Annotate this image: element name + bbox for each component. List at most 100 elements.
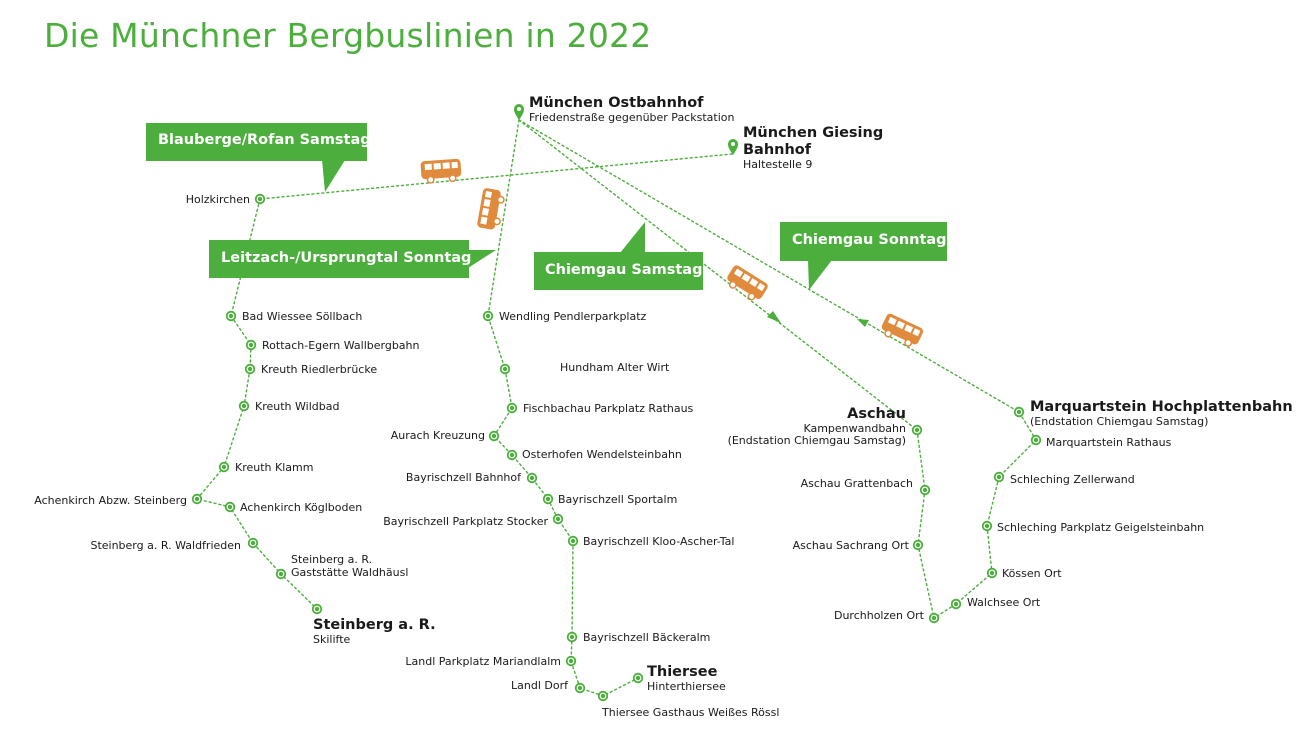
callout-leitzach bbox=[209, 240, 496, 278]
terminal-detail: Hinterthiersee bbox=[647, 680, 726, 693]
callout-label-chiemgau-sonntag: Chiemgau Sonntag bbox=[792, 232, 947, 248]
stop-marker bbox=[981, 520, 993, 532]
stop-label: Marquartstein Rathaus bbox=[1046, 436, 1172, 449]
stop-marker bbox=[238, 400, 250, 412]
stop-label: Steinberg a. R. Waldfrieden bbox=[90, 539, 241, 552]
stop-label-line2: Gaststätte Waldhäusl bbox=[291, 566, 409, 579]
stop-label: Walchsee Ort bbox=[967, 596, 1041, 609]
stop-label: Landl Parkplatz Mariandlalm bbox=[405, 655, 561, 668]
terminal-marquartstein: Marquartstein Hochplattenbahn (Endstatio… bbox=[1030, 399, 1293, 428]
stop-label: Osterhofen Wendelsteinbahn bbox=[522, 448, 682, 461]
callout-label-leitzach: Leitzach-/Ursprungtal Sonntag bbox=[221, 250, 472, 266]
terminal-muenchen-giesing: München Giesing Bahnhof Haltestelle 9 bbox=[743, 125, 883, 171]
bus-icon bbox=[475, 186, 507, 232]
stop-marker bbox=[224, 501, 236, 513]
stop-marker bbox=[911, 424, 923, 436]
route-chiemgau-sonntag bbox=[518, 119, 1037, 619]
stop-label: Aschau Sachrang Ort bbox=[792, 539, 909, 552]
stop-label: Schleching Zellerwand bbox=[1010, 473, 1135, 486]
stop-label: Bayrischzell Parkplatz Stocker bbox=[383, 515, 548, 528]
map-pin-icon bbox=[728, 139, 738, 155]
stop-marker bbox=[632, 672, 644, 684]
terminal-detail: Haltestelle 9 bbox=[743, 158, 813, 171]
stop-label: Durchholzen Ort bbox=[833, 609, 924, 622]
stop-label: Holzkirchen bbox=[185, 193, 250, 206]
terminal-name: München Giesing bbox=[743, 125, 884, 141]
stop-marker bbox=[499, 363, 511, 375]
terminal-detail: Skilifte bbox=[313, 633, 351, 646]
terminal-detail: (Endstation Chiemgau Samstag) bbox=[1030, 415, 1209, 428]
direction-arrow-icon bbox=[857, 319, 869, 327]
stop-label: Landl Dorf bbox=[511, 679, 568, 692]
stop-marker bbox=[597, 690, 609, 702]
stop-marker bbox=[245, 339, 257, 351]
callout-chiemgau-samstag bbox=[534, 222, 703, 290]
terminal-steinberg: Steinberg a. R. Skilifte bbox=[313, 617, 436, 646]
stop-marker bbox=[928, 612, 940, 624]
stop-marker bbox=[488, 430, 500, 442]
terminal-aschau: Aschau Kampenwandbahn (Endstation Chiemg… bbox=[728, 406, 906, 447]
stop-label: Rottach-Egern Wallbergbahn bbox=[262, 339, 420, 352]
terminal-name: München Ostbahnhof bbox=[529, 95, 704, 111]
stop-marker bbox=[247, 537, 259, 549]
direction-arrow-icon bbox=[767, 311, 781, 323]
route-blauberge-rofan bbox=[195, 153, 733, 610]
bus-icon bbox=[877, 311, 926, 351]
terminal-muenchen-ostbahnhof: München Ostbahnhof Friedenstraße gegenüb… bbox=[529, 95, 734, 124]
terminal-name: Steinberg a. R. bbox=[313, 617, 436, 633]
stop-marker bbox=[311, 603, 323, 615]
stop-label: Hundham Alter Wirt bbox=[560, 361, 670, 374]
stop-label: Bayrischzell Bäckeralm bbox=[583, 631, 711, 644]
terminal-name: Aschau bbox=[847, 406, 906, 422]
stop-marker bbox=[225, 310, 237, 322]
stop-marker bbox=[275, 568, 287, 580]
stop-label: Aurach Kreuzung bbox=[390, 429, 485, 442]
stop-marker bbox=[950, 598, 962, 610]
stop-marker bbox=[566, 631, 578, 643]
terminal-name: Thiersee bbox=[647, 664, 718, 680]
stop-label: Kreuth Klamm bbox=[235, 461, 314, 474]
stop-label: Aschau Grattenbach bbox=[800, 477, 913, 490]
stop-marker bbox=[574, 682, 586, 694]
stop-marker bbox=[567, 535, 579, 547]
stop-label: Bayrischzell Kloo-Ascher-Tal bbox=[583, 535, 735, 548]
page-title: Die Münchner Bergbuslinien in 2022 bbox=[44, 16, 652, 55]
callout-label-blauberge: Blauberge/Rofan Samstag bbox=[158, 132, 371, 148]
stop-marker bbox=[254, 193, 266, 205]
stop-label-line1: Steinberg a. R. bbox=[291, 553, 373, 566]
stop-marker bbox=[986, 567, 998, 579]
stop-marker bbox=[993, 471, 1005, 483]
stop-marker bbox=[919, 484, 931, 496]
terminal-detail: Kampenwandbahn bbox=[803, 422, 906, 435]
terminal-name-line2: Bahnhof bbox=[743, 142, 812, 158]
callout-blauberge bbox=[146, 123, 367, 192]
stop-marker bbox=[482, 310, 494, 322]
stop-marker bbox=[552, 513, 564, 525]
terminal-detail: Friedenstraße gegenüber Packstation bbox=[529, 111, 735, 124]
stop-marker bbox=[565, 655, 577, 667]
stop-marker bbox=[542, 493, 554, 505]
stop-marker bbox=[244, 363, 256, 375]
stop-label: Bayrischzell Sportalm bbox=[558, 493, 678, 506]
callout-label-chiemgau-samstag: Chiemgau Samstag bbox=[545, 262, 703, 278]
stop-label: Thiersee Gasthaus Weißes Rössl bbox=[602, 706, 780, 719]
stop-label: Achenkirch Abzw. Steinberg bbox=[34, 494, 187, 507]
bus-icon bbox=[419, 157, 463, 185]
stop-marker bbox=[912, 539, 924, 551]
bus-icon bbox=[722, 263, 771, 305]
stop-label: Schleching Parkplatz Geigelsteinbahn bbox=[997, 521, 1205, 534]
stop-marker bbox=[1013, 406, 1025, 418]
stop-label: Kreuth Wildbad bbox=[255, 400, 340, 413]
stop-label: Kreuth Riedlerbrücke bbox=[261, 363, 378, 376]
stop-marker bbox=[506, 449, 518, 461]
stop-label: Steinberg a. R. Gaststätte Waldhäusl bbox=[291, 553, 408, 579]
callout-chiemgau-sonntag bbox=[780, 222, 947, 290]
stop-marker bbox=[1030, 434, 1042, 446]
stop-label: Bad Wiessee Söllbach bbox=[242, 310, 363, 323]
stop-marker bbox=[218, 461, 230, 473]
terminal-detail-2: (Endstation Chiemgau Samstag) bbox=[727, 434, 906, 447]
stop-label: Achenkirch Köglboden bbox=[240, 501, 363, 514]
stop-label: Bayrischzell Bahnhof bbox=[405, 471, 521, 484]
stop-marker bbox=[191, 493, 203, 505]
